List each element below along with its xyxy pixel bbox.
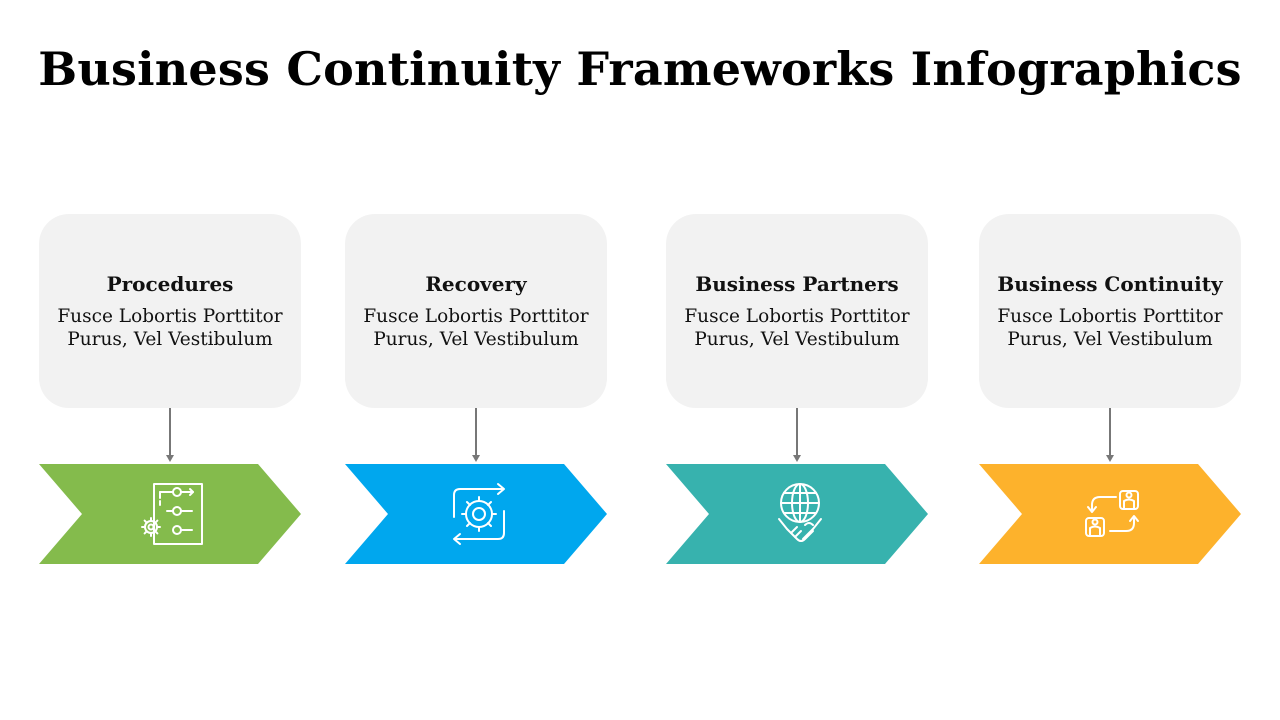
step-chevron bbox=[345, 464, 607, 564]
step-title: Business Partners bbox=[695, 272, 899, 296]
step-business-partners: Business Partners Fusce Lobortis Porttit… bbox=[666, 0, 928, 720]
connector-arrowhead bbox=[472, 455, 480, 462]
step-business-continuity: Business Continuity Fusce Lobortis Portt… bbox=[979, 0, 1241, 720]
page-title: Business Continuity Frameworks Infograph… bbox=[38, 42, 1242, 96]
step-chevron bbox=[979, 464, 1241, 564]
step-title: Recovery bbox=[425, 272, 527, 296]
connector-line bbox=[169, 408, 171, 456]
connector-line bbox=[1109, 408, 1111, 456]
step-title: Procedures bbox=[106, 272, 234, 296]
gear-cycle-icon bbox=[453, 483, 505, 545]
step-description: Fusce Lobortis Porttitor Purus, Vel Vest… bbox=[57, 306, 283, 350]
connector-arrowhead bbox=[793, 455, 801, 462]
step-description: Fusce Lobortis Porttitor Purus, Vel Vest… bbox=[363, 306, 589, 350]
flowchart-gear-icon bbox=[141, 483, 203, 545]
people-exchange-icon bbox=[1085, 490, 1139, 537]
step-chevron bbox=[39, 464, 301, 564]
connector-line bbox=[796, 408, 798, 456]
connector-line bbox=[475, 408, 477, 456]
connector-arrowhead bbox=[166, 455, 174, 462]
step-procedures: Procedures Fusce Lobortis Porttitor Puru… bbox=[39, 0, 301, 720]
step-description: Fusce Lobortis Porttitor Purus, Vel Vest… bbox=[684, 306, 910, 350]
step-card: Business Partners Fusce Lobortis Porttit… bbox=[666, 214, 928, 408]
step-description: Fusce Lobortis Porttitor Purus, Vel Vest… bbox=[997, 306, 1223, 350]
connector-arrowhead bbox=[1106, 455, 1114, 462]
globe-handshake-icon bbox=[778, 483, 822, 542]
step-recovery: Recovery Fusce Lobortis Porttitor Purus,… bbox=[345, 0, 607, 720]
step-card: Business Continuity Fusce Lobortis Portt… bbox=[979, 214, 1241, 408]
step-title: Business Continuity bbox=[997, 272, 1223, 296]
step-card: Recovery Fusce Lobortis Porttitor Purus,… bbox=[345, 214, 607, 408]
step-card: Procedures Fusce Lobortis Porttitor Puru… bbox=[39, 214, 301, 408]
